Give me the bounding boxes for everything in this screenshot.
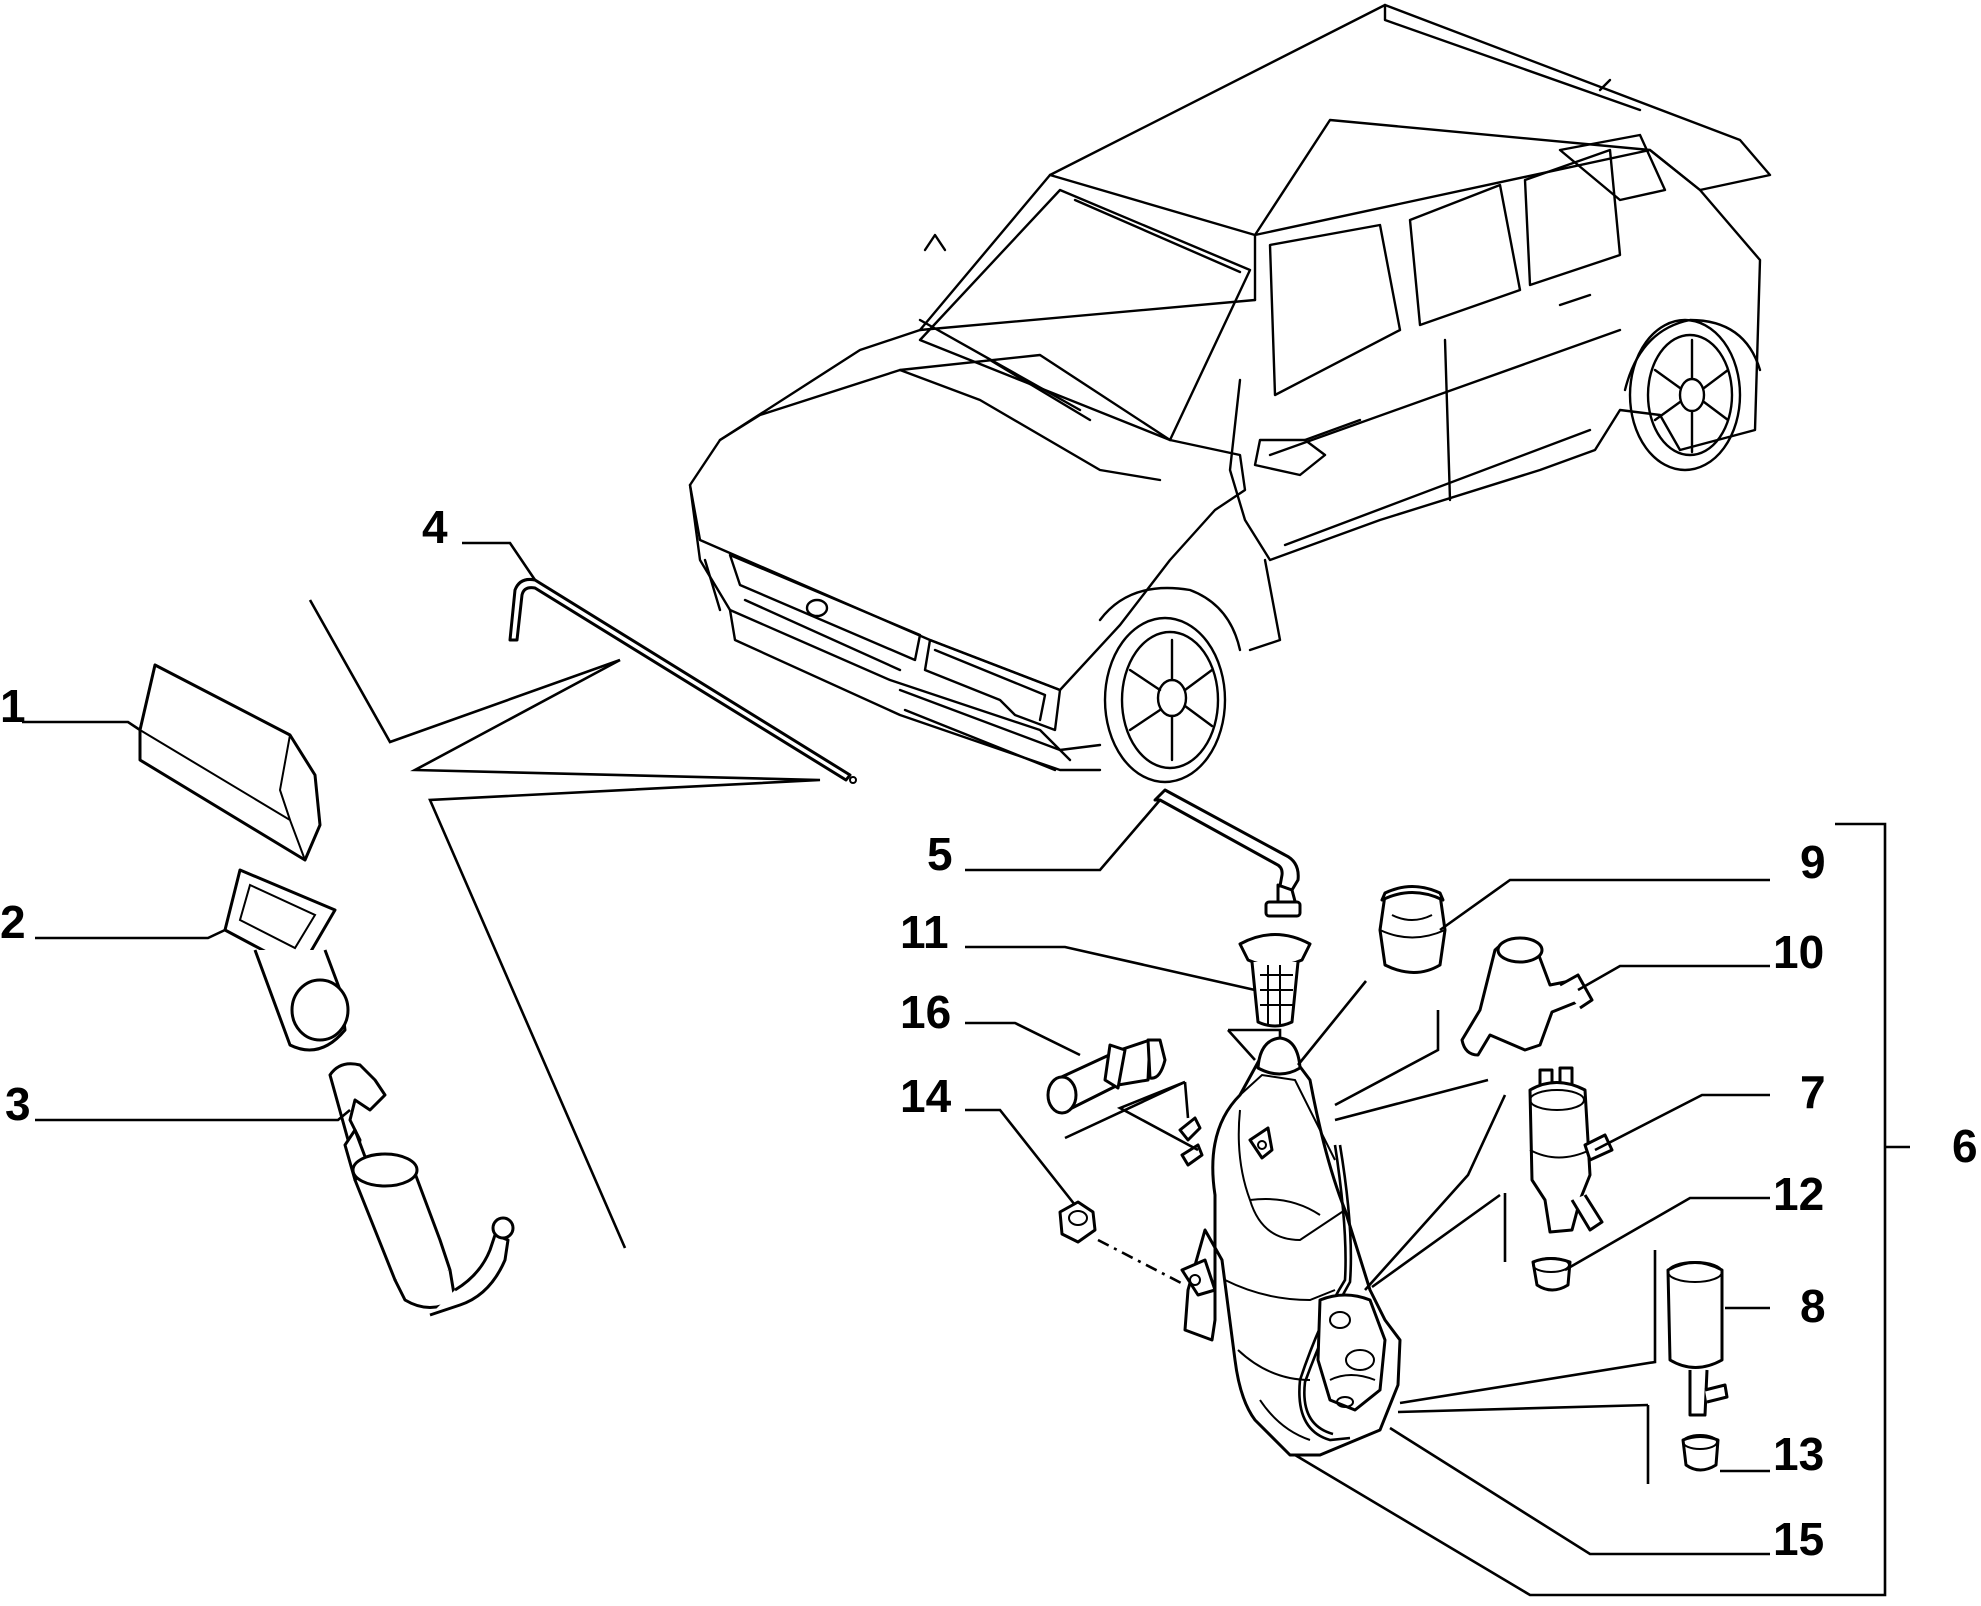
label-10: 10 bbox=[1773, 926, 1824, 978]
part-3-washer-jet bbox=[328, 1062, 515, 1317]
label-3: 3 bbox=[5, 1078, 31, 1130]
washer-reservoir bbox=[1178, 1036, 1402, 1457]
label-5: 5 bbox=[927, 828, 953, 880]
label-13: 13 bbox=[1773, 1428, 1824, 1480]
label-12: 12 bbox=[1773, 1168, 1824, 1220]
label-16: 16 bbox=[900, 986, 951, 1038]
label-14: 14 bbox=[900, 1070, 952, 1122]
car-illustration bbox=[688, 3, 1772, 784]
part-14-nut bbox=[1058, 1200, 1097, 1244]
label-4: 4 bbox=[422, 501, 448, 553]
label-8: 8 bbox=[1800, 1280, 1826, 1332]
label-15: 15 bbox=[1773, 1513, 1824, 1565]
part-13-grommet bbox=[1681, 1434, 1720, 1472]
leader-lines bbox=[22, 541, 1837, 1597]
part-2-bracket bbox=[223, 868, 350, 1052]
label-1: 1 bbox=[0, 680, 26, 732]
label-11: 11 bbox=[900, 906, 949, 958]
part-1-cover bbox=[138, 663, 322, 862]
guide-lines-reservoir bbox=[1064, 822, 1910, 1597]
label-9: 9 bbox=[1800, 836, 1826, 888]
part-9-cap bbox=[1378, 885, 1447, 974]
part-12-grommet bbox=[1531, 1257, 1572, 1292]
part-14-axis-line bbox=[1097, 1238, 1186, 1287]
part-8-pump bbox=[1666, 1261, 1729, 1417]
part-5-elbow-pipe bbox=[1153, 788, 1302, 918]
part-16-hose-connector bbox=[1046, 1038, 1167, 1115]
label-7: 7 bbox=[1800, 1066, 1826, 1118]
label-2: 2 bbox=[0, 896, 26, 948]
part-11-filter bbox=[1238, 933, 1312, 1028]
part-10-connector bbox=[1460, 936, 1594, 1057]
part-7-pump bbox=[1528, 1066, 1614, 1234]
label-6: 6 bbox=[1952, 1120, 1978, 1172]
guide-lines-left bbox=[308, 599, 821, 1249]
callout-labels: 1 2 3 4 5 6 7 8 9 10 11 12 13 14 15 16 bbox=[0, 501, 1978, 1565]
part-4-hose bbox=[508, 578, 857, 784]
